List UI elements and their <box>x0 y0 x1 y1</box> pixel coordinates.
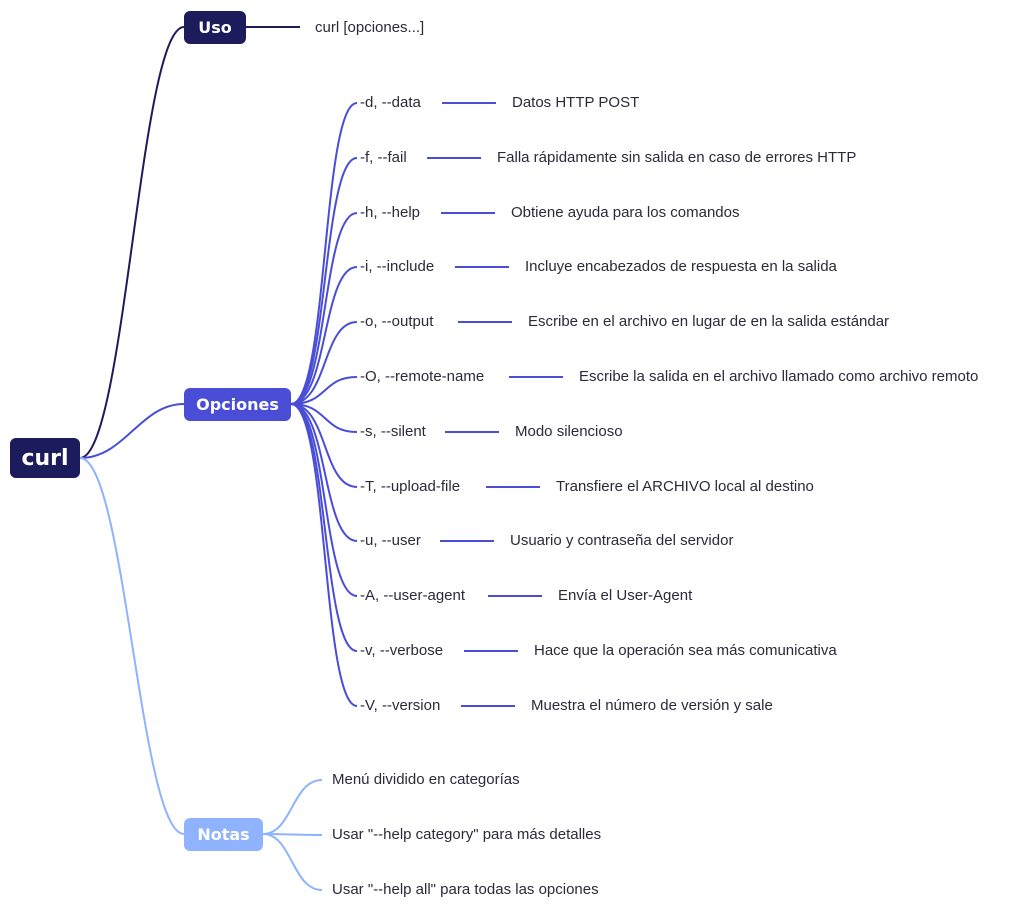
branch-node-notas[interactable]: Notas <box>184 818 263 851</box>
option-flag[interactable]: -d, --data <box>360 94 421 111</box>
branch-node-opciones[interactable]: Opciones <box>184 388 291 421</box>
connector-opciones-flag <box>290 403 358 488</box>
root-node-curl[interactable]: curl <box>10 438 80 478</box>
option-flag[interactable]: -V, --version <box>360 697 441 714</box>
option-description[interactable]: Muestra el número de versión y sale <box>531 697 773 714</box>
nota-item[interactable]: Menú dividido en categorías <box>332 771 520 788</box>
option-description[interactable]: Falla rápidamente sin salida en caso de … <box>497 149 857 166</box>
uso-item[interactable]: curl [opciones...] <box>315 19 425 36</box>
option-description[interactable]: Hace que la operación sea más comunicati… <box>534 642 837 659</box>
connector-opciones-flag <box>290 102 358 405</box>
connector-notas-item <box>262 779 323 835</box>
connector-root-uso <box>79 26 185 459</box>
connector-opciones-flag <box>290 403 358 707</box>
connector-root-opciones <box>79 403 185 459</box>
option-description[interactable]: Incluye encabezados de respuesta en la s… <box>525 258 837 275</box>
notas-connectors <box>262 779 323 891</box>
option-description[interactable]: Usuario y contraseña del servidor <box>510 532 734 549</box>
option-flag[interactable]: -A, --user-agent <box>360 587 466 604</box>
connector-opciones-flag <box>290 321 358 405</box>
option-flag[interactable]: -T, --upload-file <box>360 478 461 495</box>
option-description[interactable]: Envía el User-Agent <box>558 587 693 604</box>
option-description[interactable]: Datos HTTP POST <box>512 94 640 111</box>
connector-opciones-flag <box>290 376 358 405</box>
option-flag[interactable]: -h, --help <box>360 204 421 221</box>
option-description[interactable]: Obtiene ayuda para los comandos <box>511 204 740 221</box>
connector-notas-item <box>262 833 323 891</box>
option-description[interactable]: Transfiere el ARCHIVO local al destino <box>556 478 814 495</box>
connector-opciones-flag <box>290 403 358 433</box>
connector-opciones-flag <box>290 403 358 542</box>
nota-item[interactable]: Usar "--help category" para más detalles <box>332 826 602 843</box>
option-description[interactable]: Modo silencioso <box>515 423 623 440</box>
connector-opciones-flag <box>290 157 358 405</box>
connector-root-notas <box>79 457 185 835</box>
connector-opciones-flag <box>290 212 358 405</box>
connector-notas-item <box>262 833 323 836</box>
nota-item[interactable]: Usar "--help all" para todas las opcione… <box>332 881 599 898</box>
option-description[interactable]: Escribe en el archivo en lugar de en la … <box>528 313 890 330</box>
option-flag[interactable]: -O, --remote-name <box>360 368 485 385</box>
option-flag[interactable]: -o, --output <box>360 313 434 330</box>
option-flag[interactable]: -f, --fail <box>360 149 407 166</box>
option-flag[interactable]: -v, --verbose <box>360 642 444 659</box>
opciones-connectors <box>290 102 563 707</box>
option-flag[interactable]: -u, --user <box>360 532 421 549</box>
option-description[interactable]: Escribe la salida en el archivo llamado … <box>579 368 979 385</box>
connector-opciones-flag <box>290 403 358 597</box>
branch-node-uso[interactable]: Uso <box>184 11 246 44</box>
connector-opciones-flag <box>290 266 358 405</box>
option-flag[interactable]: -s, --silent <box>360 423 426 440</box>
option-flag[interactable]: -i, --include <box>360 258 435 275</box>
